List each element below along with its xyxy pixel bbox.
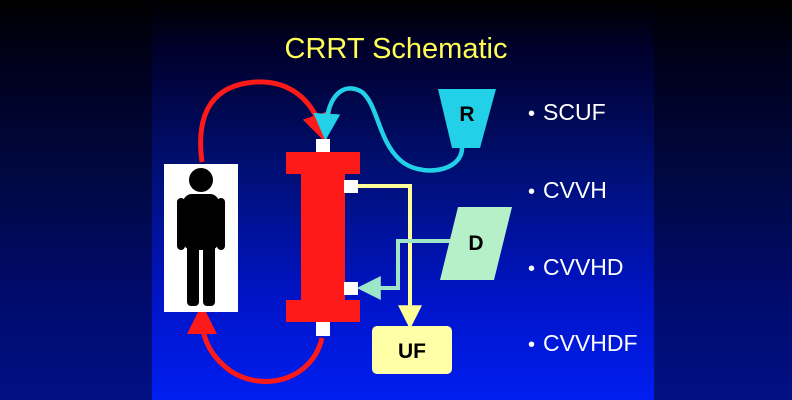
mode-label: CVVHDF [543, 330, 638, 356]
mode-item: •CVVHDF [528, 330, 638, 356]
dialysate-line [356, 239, 450, 300]
mode-item: •SCUF [528, 99, 606, 125]
dialysate-label: D [468, 232, 483, 255]
person-icon [177, 168, 225, 306]
ultrafiltrate-line [358, 184, 422, 330]
mode-item: •CVVHD [528, 254, 624, 280]
replacement-fluid-line [313, 86, 465, 173]
mode-label: CVVHD [543, 254, 624, 280]
arterial-blood-line [198, 79, 332, 163]
venous-blood-line [187, 304, 325, 384]
hemofilter [286, 139, 360, 336]
mode-label: CVVH [543, 177, 607, 203]
mode-item: •CVVH [528, 177, 607, 203]
replacement-label: R [459, 103, 474, 126]
letterbox-right [654, 0, 792, 400]
slide-title: CRRT Schematic [284, 33, 508, 65]
letterbox-left [0, 0, 152, 400]
replacement-bag [438, 89, 496, 148]
mode-label: SCUF [543, 99, 606, 125]
ultrafiltrate-box [372, 326, 452, 374]
ultrafiltrate-label: UF [398, 340, 426, 363]
dialysate-bag [440, 207, 512, 280]
